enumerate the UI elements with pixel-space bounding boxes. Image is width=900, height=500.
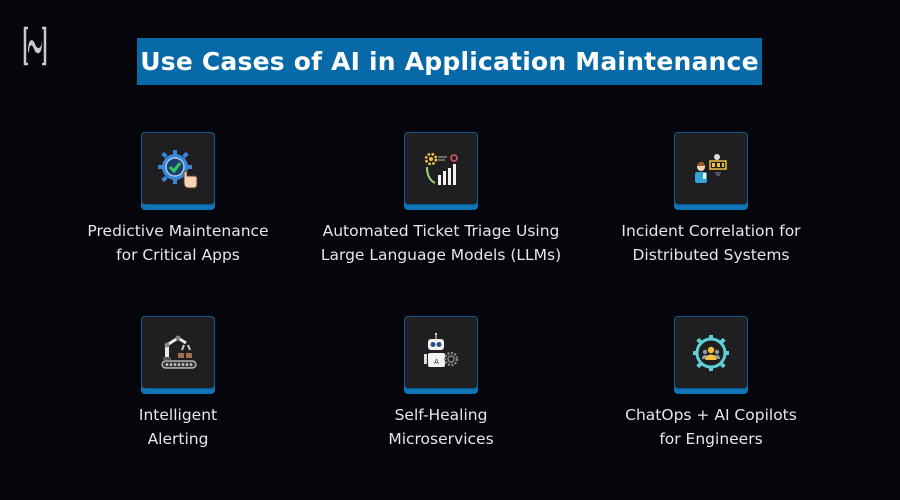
brand-logo: [23, 26, 47, 66]
gear-team-icon: [693, 334, 729, 371]
use-case-label: Self-Healing Microservices: [388, 406, 494, 448]
use-case-chatops-copilots: ChatOps + AI Copilots for Engineers: [581, 316, 841, 451]
use-case-predictive-maintenance: Predictive Maintenance for Critical Apps: [48, 132, 308, 267]
use-case-label: Automated Ticket Triage Using Large Lang…: [320, 222, 562, 264]
use-case-label: Intelligent Alerting: [138, 406, 218, 448]
title-banner: Use Cases of AI in Application Maintenan…: [137, 38, 762, 85]
robot-gear-icon: A: [424, 332, 459, 367]
person-robot-network-icon: [695, 153, 727, 183]
use-case-incident-correlation: Incident Correlation for Distributed Sys…: [581, 132, 841, 267]
use-case-intelligent-alerting: Intelligent Alerting: [48, 316, 308, 451]
robotic-arm-conveyor-icon: [161, 335, 197, 369]
use-case-self-healing: A Self-Healing Microservices: [311, 316, 571, 451]
use-case-label: Predictive Maintenance for Critical Apps: [87, 222, 269, 264]
icon-card: A: [404, 316, 478, 389]
icon-card: [674, 132, 748, 205]
use-case-label: Incident Correlation for Distributed Sys…: [621, 222, 801, 264]
use-case-ticket-triage: Automated Ticket Triage Using Large Lang…: [311, 132, 571, 267]
page-title: Use Cases of AI in Application Maintenan…: [140, 47, 759, 76]
icon-card: [674, 316, 748, 389]
icon-card: [404, 132, 478, 205]
gear-check-hand-icon: [158, 149, 198, 188]
icon-card: [141, 316, 215, 389]
gear-bar-chart-icon: [424, 152, 458, 185]
svg-text:A: A: [434, 358, 439, 366]
icon-card: [141, 132, 215, 205]
bracket-n-logo-icon: [23, 26, 47, 66]
use-case-label: ChatOps + AI Copilots for Engineers: [625, 406, 797, 448]
